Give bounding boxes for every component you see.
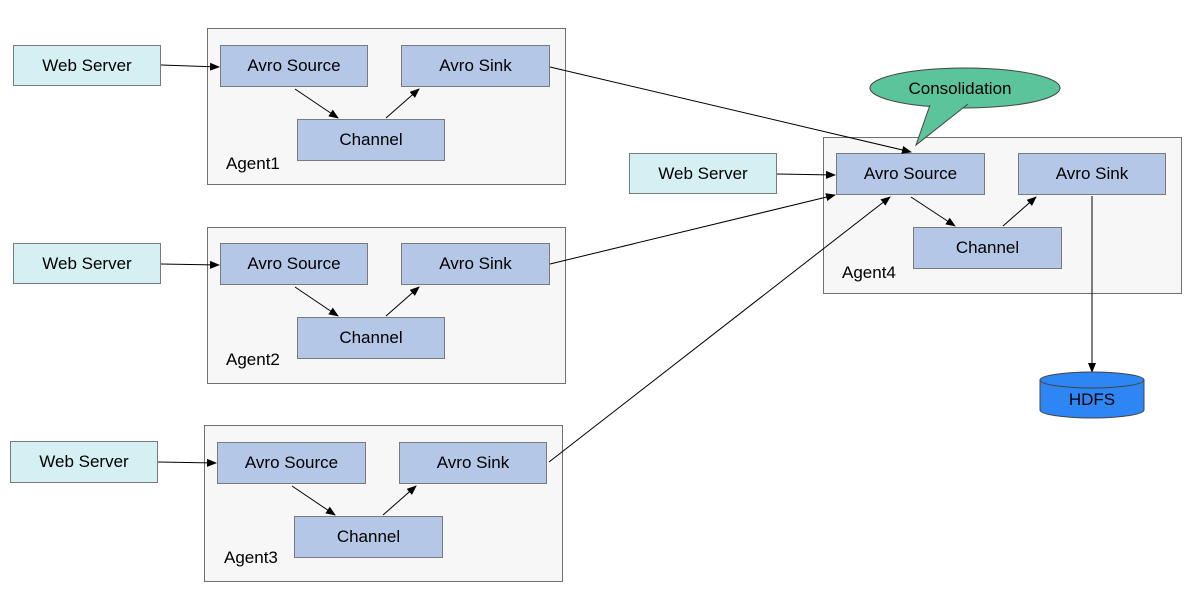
agent4-label: Agent4	[842, 263, 896, 282]
agent3-avro-sink: Avro Sink	[399, 442, 547, 484]
arrow-agent2-source-to-channel	[294, 286, 339, 317]
agent1-label: Agent1	[226, 154, 280, 173]
arrow-agent4-channel-to-sink	[1002, 196, 1037, 227]
web-server-1: Web Server	[13, 45, 161, 86]
arrow-agent1-sink-to-agent4-source	[549, 66, 912, 154]
agent2-label: Agent2	[226, 350, 280, 369]
agent4-avro-source: Avro Source	[836, 153, 985, 195]
agent1-avro-sink: Avro Sink	[401, 45, 550, 87]
agent3-channel: Channel	[294, 516, 443, 558]
hdfs-storage: HDFS	[1039, 371, 1145, 419]
arrow-agent1-channel-to-sink	[385, 88, 420, 119]
agent4-avro-sink: Avro Sink	[1018, 153, 1166, 195]
arrow-agent4-source-to-channel	[910, 196, 956, 227]
hdfs-cylinder-top	[1039, 371, 1145, 389]
agent2-avro-sink: Avro Sink	[401, 243, 550, 285]
arrow-web-server-1-to-source	[160, 62, 220, 71]
arrow-agent3-channel-to-sink	[382, 485, 417, 516]
arrow-agent3-source-to-channel	[291, 485, 336, 516]
arrow-web-server-2-to-source	[160, 260, 220, 269]
hdfs-cylinder-body	[1039, 380, 1145, 419]
agent2-avro-source: Avro Source	[220, 243, 368, 285]
hdfs-label: HDFS	[1069, 390, 1115, 409]
arrow-web-server-4-to-source	[776, 170, 836, 179]
agent1-avro-source: Avro Source	[220, 45, 368, 87]
agent3-label: Agent3	[224, 548, 278, 567]
arrow-agent1-source-to-channel	[294, 88, 339, 119]
web-server-3: Web Server	[10, 441, 158, 483]
agent2-channel: Channel	[297, 317, 445, 359]
arrow-web-server-3-to-source	[157, 458, 217, 467]
web-server-4: Web Server	[629, 153, 777, 194]
agent1-channel: Channel	[297, 119, 445, 161]
agent3-avro-source: Avro Source	[217, 442, 366, 484]
web-server-2: Web Server	[13, 243, 161, 284]
callout-text: Consolidation	[908, 79, 1011, 98]
arrow-agent2-sink-to-agent4-source	[549, 193, 836, 265]
arrow-agent3-sink-to-agent4-source	[548, 196, 891, 463]
arrow-agent2-channel-to-sink	[385, 286, 420, 317]
consolidation-callout: Consolidation	[869, 67, 1061, 147]
agent4-channel: Channel	[913, 227, 1062, 269]
